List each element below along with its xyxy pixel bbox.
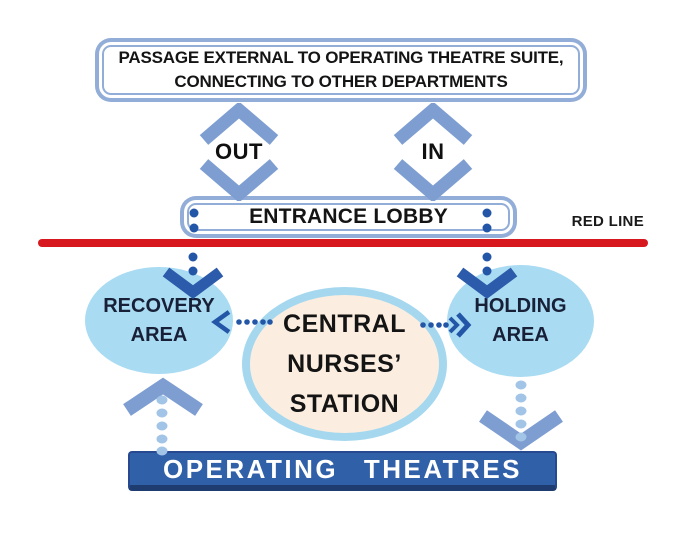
flow-badge-out: OUT bbox=[197, 103, 281, 201]
holding-label-line2: AREA bbox=[492, 324, 549, 346]
node-central-nurses-station: CENTRAL NURSES’ STATION bbox=[242, 287, 447, 441]
in-label: IN bbox=[421, 139, 445, 164]
node-passage-external: PASSAGE EXTERNAL TO OPERATING THEATRE SU… bbox=[102, 45, 580, 95]
central-label-line3: STATION bbox=[289, 390, 400, 418]
node-entrance-lobby: ENTRANCE LOBBY bbox=[187, 203, 510, 231]
chevron-up-icon bbox=[199, 103, 279, 145]
flow-badge-in: IN bbox=[391, 103, 475, 201]
connector-theatres-to-recovery bbox=[123, 377, 203, 456]
chevron-up-icon bbox=[393, 103, 473, 145]
operating-theatres-label: OPERATING THEATRES bbox=[162, 453, 523, 484]
chevron-down-icon bbox=[393, 159, 473, 201]
central-label-line2: NURSES’ bbox=[287, 350, 402, 378]
out-flow-chevrons bbox=[199, 103, 279, 201]
arrow-down-icon bbox=[479, 410, 563, 451]
arrow-up-icon bbox=[123, 377, 203, 416]
passage-label-line2: CONNECTING TO OTHER DEPARTMENTS bbox=[174, 72, 508, 91]
red-line-label: RED LINE bbox=[571, 213, 644, 230]
node-holding-area: HOLDING AREA bbox=[447, 265, 594, 377]
entrance-lobby-label: ENTRANCE LOBBY bbox=[249, 205, 448, 228]
holding-label-line1: HOLDING bbox=[474, 295, 567, 317]
chevron-down-icon bbox=[199, 159, 279, 201]
recovery-label-line2: AREA bbox=[130, 323, 188, 346]
central-label-line1: CENTRAL bbox=[283, 310, 406, 338]
red-line bbox=[38, 239, 648, 247]
connector-holding-to-theatres bbox=[479, 380, 563, 451]
node-recovery-area: RECOVERY AREA bbox=[85, 267, 233, 374]
out-label: OUT bbox=[215, 139, 263, 164]
recovery-label-line1: RECOVERY bbox=[103, 294, 215, 317]
node-operating-theatres: OPERATING THEATRES bbox=[128, 451, 557, 491]
passage-label-line1: PASSAGE EXTERNAL TO OPERATING THEATRE SU… bbox=[118, 48, 564, 67]
in-flow-chevrons bbox=[393, 103, 473, 201]
